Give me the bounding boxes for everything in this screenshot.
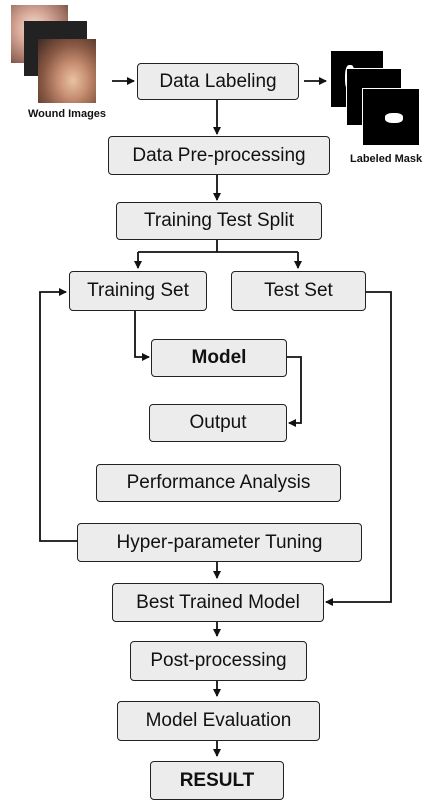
arrow-training-to-model: [134, 311, 150, 361]
arrow-test-to-best-model: [325, 291, 392, 606]
node-performance-analysis: Performance Analysis: [96, 464, 341, 502]
labeled-mask-caption: Labeled Mask: [350, 153, 423, 165]
node-data-labeling: Data Labeling: [137, 63, 299, 100]
wound-images-caption: Wound Images: [28, 108, 107, 120]
node-training-set: Training Set: [69, 271, 207, 311]
node-output: Output: [149, 404, 287, 442]
wound-image-front: [38, 39, 96, 103]
node-data-preprocessing: Data Pre-processing: [108, 136, 330, 175]
arrow-tuning-to-training: [39, 288, 77, 542]
node-model: Model: [151, 339, 287, 377]
node-hyperparameter-tuning: Hyper-parameter Tuning: [77, 523, 362, 562]
node-test-set: Test Set: [231, 271, 366, 311]
node-best-trained-model: Best Trained Model: [112, 583, 324, 622]
node-result: RESULT: [150, 761, 284, 800]
node-train-test-split: Training Test Split: [116, 202, 322, 240]
arrow-model-to-output: [287, 356, 302, 427]
node-post-processing: Post-processing: [130, 641, 307, 681]
node-model-evaluation: Model Evaluation: [117, 701, 320, 741]
mask-image-front: [362, 88, 420, 146]
